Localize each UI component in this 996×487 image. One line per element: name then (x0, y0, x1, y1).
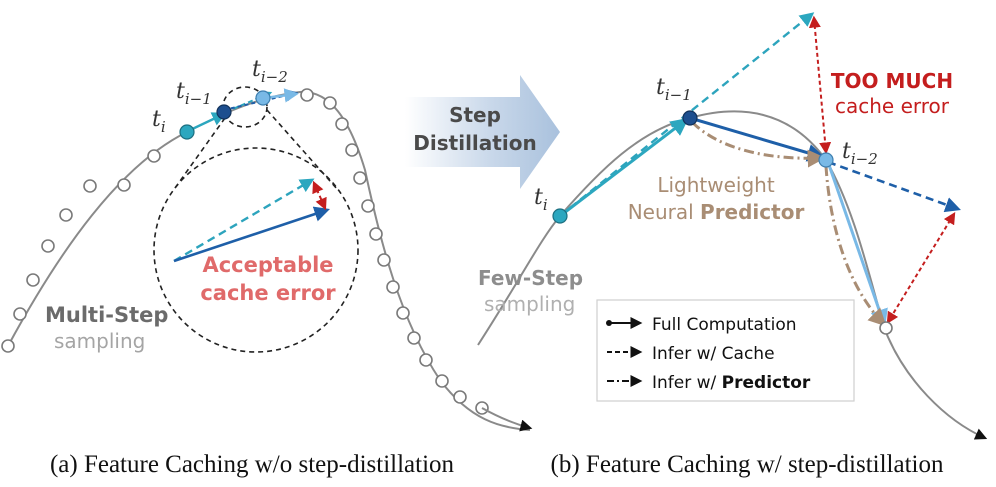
right-panel: ti ti−1 ti−2 TOO MUCH cache error Lightw… (477, 12, 988, 478)
left-zoom-big-circle (153, 147, 359, 353)
left-curve-nodes (1, 88, 489, 415)
right-node-ti2 (818, 152, 834, 168)
left-zoom-connector-b (266, 109, 339, 191)
right-error-arrow-1 (808, 15, 832, 155)
right-full-arrow-1 (559, 117, 689, 218)
right-node-end (879, 321, 893, 335)
left-node-ti (179, 124, 195, 140)
right-label-ti2: ti−2 (842, 139, 878, 168)
right-label-ti: ti (534, 185, 548, 214)
right-full-arrow-3 (826, 161, 888, 328)
right-cache-arrow-2 (827, 160, 961, 213)
right-predictor-line2: Neural Predictor (628, 200, 805, 224)
left-label-ti: ti (152, 107, 166, 136)
right-sampling-line1: Few-Step (478, 266, 583, 290)
right-node-ti (552, 208, 568, 224)
left-caption: (a) Feature Caching w/o step-distillatio… (50, 451, 455, 478)
right-predictor-arrow-1 (690, 120, 826, 168)
left-node-ti1 (216, 104, 232, 120)
svg-text:Full Computation: Full Computation (652, 315, 797, 335)
legend-infer-cache: Infer w/ Cache (607, 344, 775, 364)
right-sampling-line2: sampling (484, 292, 575, 316)
right-full-arrow-2 (689, 116, 826, 162)
left-node-ti2 (255, 90, 271, 106)
left-teal-arrow (187, 112, 227, 133)
left-label-ti1: ti−1 (176, 79, 212, 108)
left-zoom-navy (173, 206, 330, 263)
left-annotation-line2: cache error (200, 281, 336, 305)
left-label-ti2: ti−2 (252, 57, 288, 86)
left-sampling-line2: sampling (54, 329, 145, 353)
right-predictor-line1: Lightweight (657, 173, 775, 197)
svg-text:Infer w/ Cache: Infer w/ Cache (652, 344, 775, 364)
left-curve-end-arrow (481, 407, 533, 432)
right-predictor-arrow-2 (824, 165, 887, 327)
right-caption: (b) Feature Caching w/ step-distillation (551, 451, 944, 478)
right-label-ti1: ti−1 (656, 75, 692, 104)
legend-full-computation: Full Computation (606, 315, 797, 335)
left-zoom-red-error (312, 180, 327, 211)
right-too-much-line2: cache error (835, 94, 950, 118)
left-zoom-dashed-teal (173, 178, 315, 263)
left-annotation-line1: Acceptable (202, 253, 333, 277)
left-sampling-line1: Multi-Step (45, 303, 168, 327)
step-distillation-line1: Step (449, 103, 501, 127)
step-distillation-arrow: Step Distillation (405, 75, 560, 189)
legend-infer-predictor: Infer w/ Predictor (607, 373, 811, 393)
right-node-ti1 (682, 110, 698, 126)
svg-text:Infer w/ Predictor: Infer w/ Predictor (652, 373, 811, 393)
legend: Full Computation Infer w/ Cache Infer w/… (596, 299, 855, 402)
left-panel: ti ti−1 ti−2 Acceptable cache error Mult… (1, 57, 533, 478)
right-error-arrow-2 (886, 211, 956, 325)
right-sampling-curve (477, 110, 988, 440)
step-distillation-line2: Distillation (413, 131, 536, 155)
right-too-much-line1: TOO MUCH (831, 69, 953, 93)
